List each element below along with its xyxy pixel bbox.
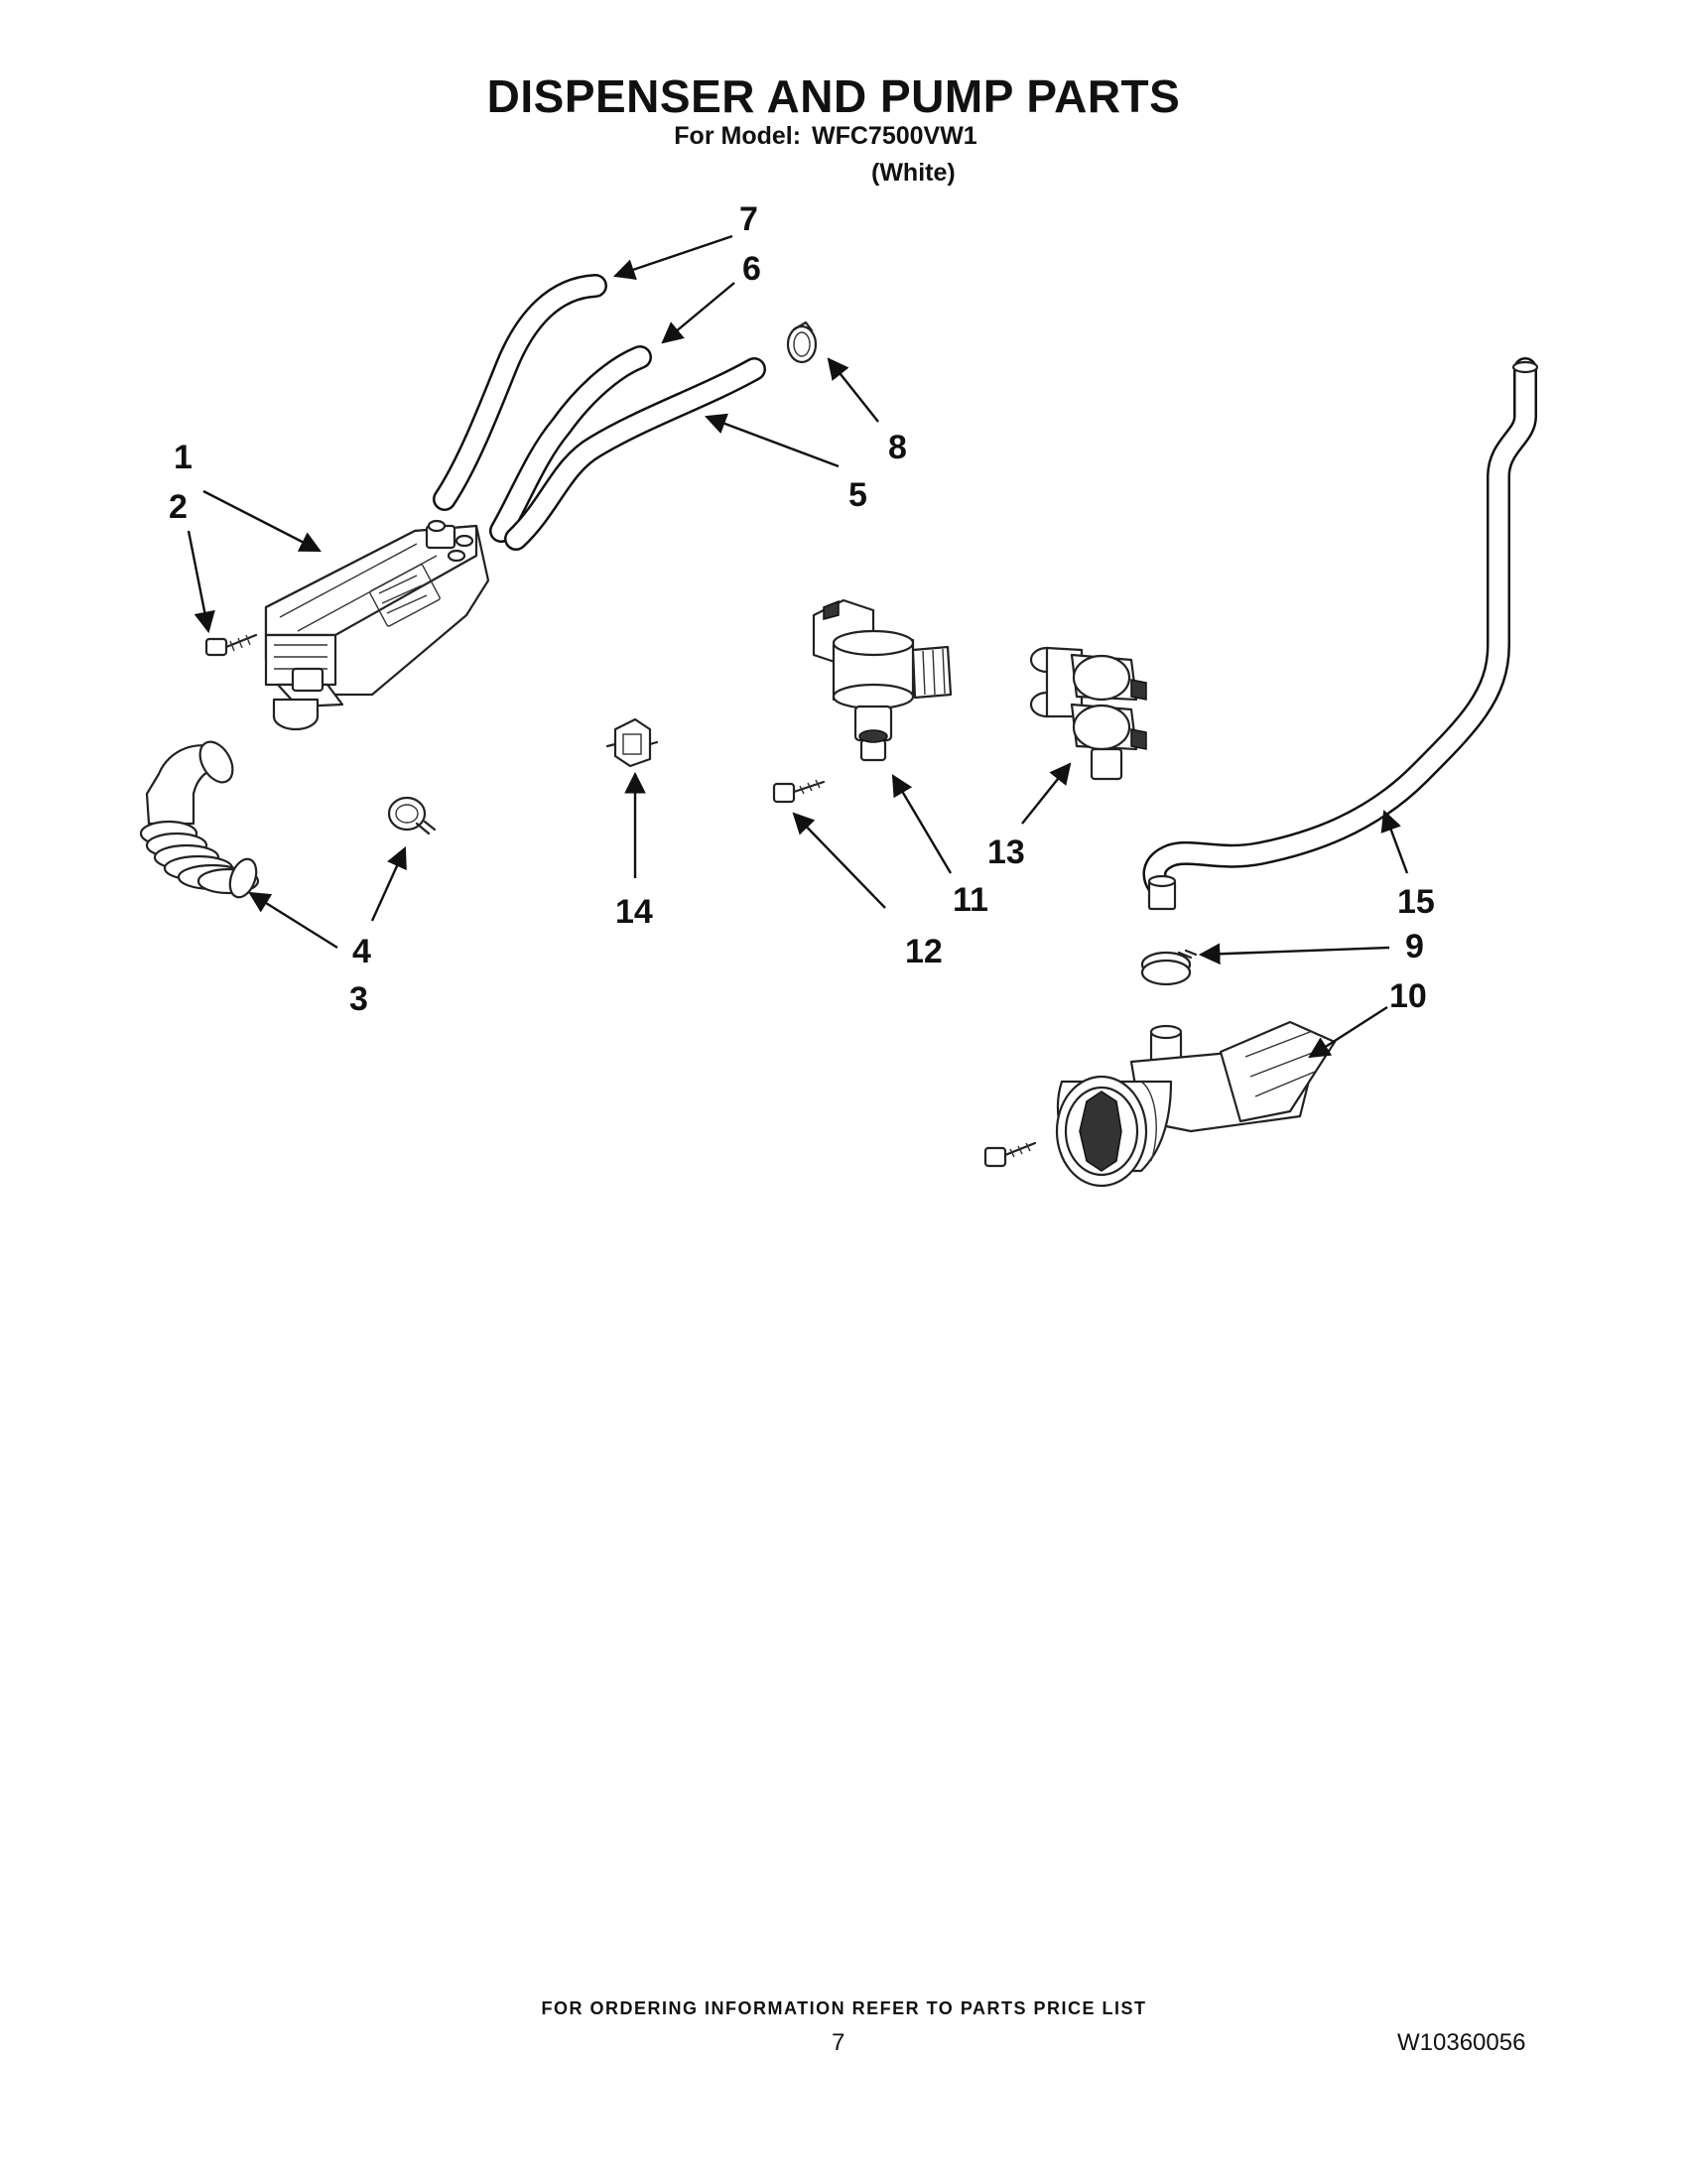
callout-8: 8 [888,429,907,466]
water-valve-13 [1029,646,1147,781]
callout-5: 5 [848,476,867,514]
leader-7 [612,234,733,280]
clip-14 [605,717,659,768]
dispenser-assembly-1 [264,519,490,731]
model-number: WFC7500VW1 [812,122,977,150]
callout-13: 13 [987,834,1025,871]
leader-5 [704,413,840,468]
document-number: W10360056 [1397,2029,1526,2056]
ordering-note: FOR ORDERING INFORMATION REFER TO PARTS … [541,1998,1147,2018]
water-valve-11 [812,598,953,762]
callout-11: 11 [953,881,988,919]
page-number: 7 [832,2029,845,2056]
hose-clamp-4 [387,796,437,835]
drain-hose-15 [1142,357,1539,911]
callout-4: 4 [352,933,371,970]
fill-hose-6 [489,345,652,543]
model-color: (White) [871,159,956,187]
fill-hose-5 [504,357,766,551]
leader-6 [661,282,735,344]
leader-13 [1021,762,1072,825]
screw-2 [204,633,258,657]
callout-3: 3 [349,980,368,1018]
leader-1 [202,489,322,553]
leader-4 [370,846,407,922]
model-line: For Model: WFC7500VW1 [0,122,1647,151]
callout-6: 6 [742,250,761,288]
leader-11 [891,774,953,874]
leader-8 [827,357,879,423]
callout-2: 2 [169,488,188,526]
drain-pump-10 [1055,1020,1337,1188]
screw-12 [772,779,826,804]
hose-clamp-9 [1140,949,1198,986]
model-label: For Model: [674,122,802,150]
leader-arrows [187,234,1409,1059]
page-title: DISPENSER AND PUMP PARTS [486,70,1181,122]
leader-3 [248,891,338,950]
callout-numbers: 1 2 3 4 5 6 7 8 9 10 11 12 13 14 15 [169,200,1435,1018]
leader-9 [1198,943,1390,965]
callout-12: 12 [905,933,943,970]
leader-10 [1308,1005,1388,1059]
callout-1: 1 [174,439,193,476]
bellows-hose-3 [139,740,260,899]
callout-10: 10 [1389,977,1427,1015]
callout-15: 15 [1397,883,1435,921]
leader-12 [792,812,886,909]
leader-2 [187,530,215,634]
hose-clamp-8 [786,321,818,364]
callout-7: 7 [739,200,758,238]
callout-14: 14 [615,893,653,931]
fill-hose-7 [433,274,607,511]
leader-15 [1380,809,1409,874]
callout-9: 9 [1405,928,1424,965]
pump-screw [983,1141,1037,1168]
